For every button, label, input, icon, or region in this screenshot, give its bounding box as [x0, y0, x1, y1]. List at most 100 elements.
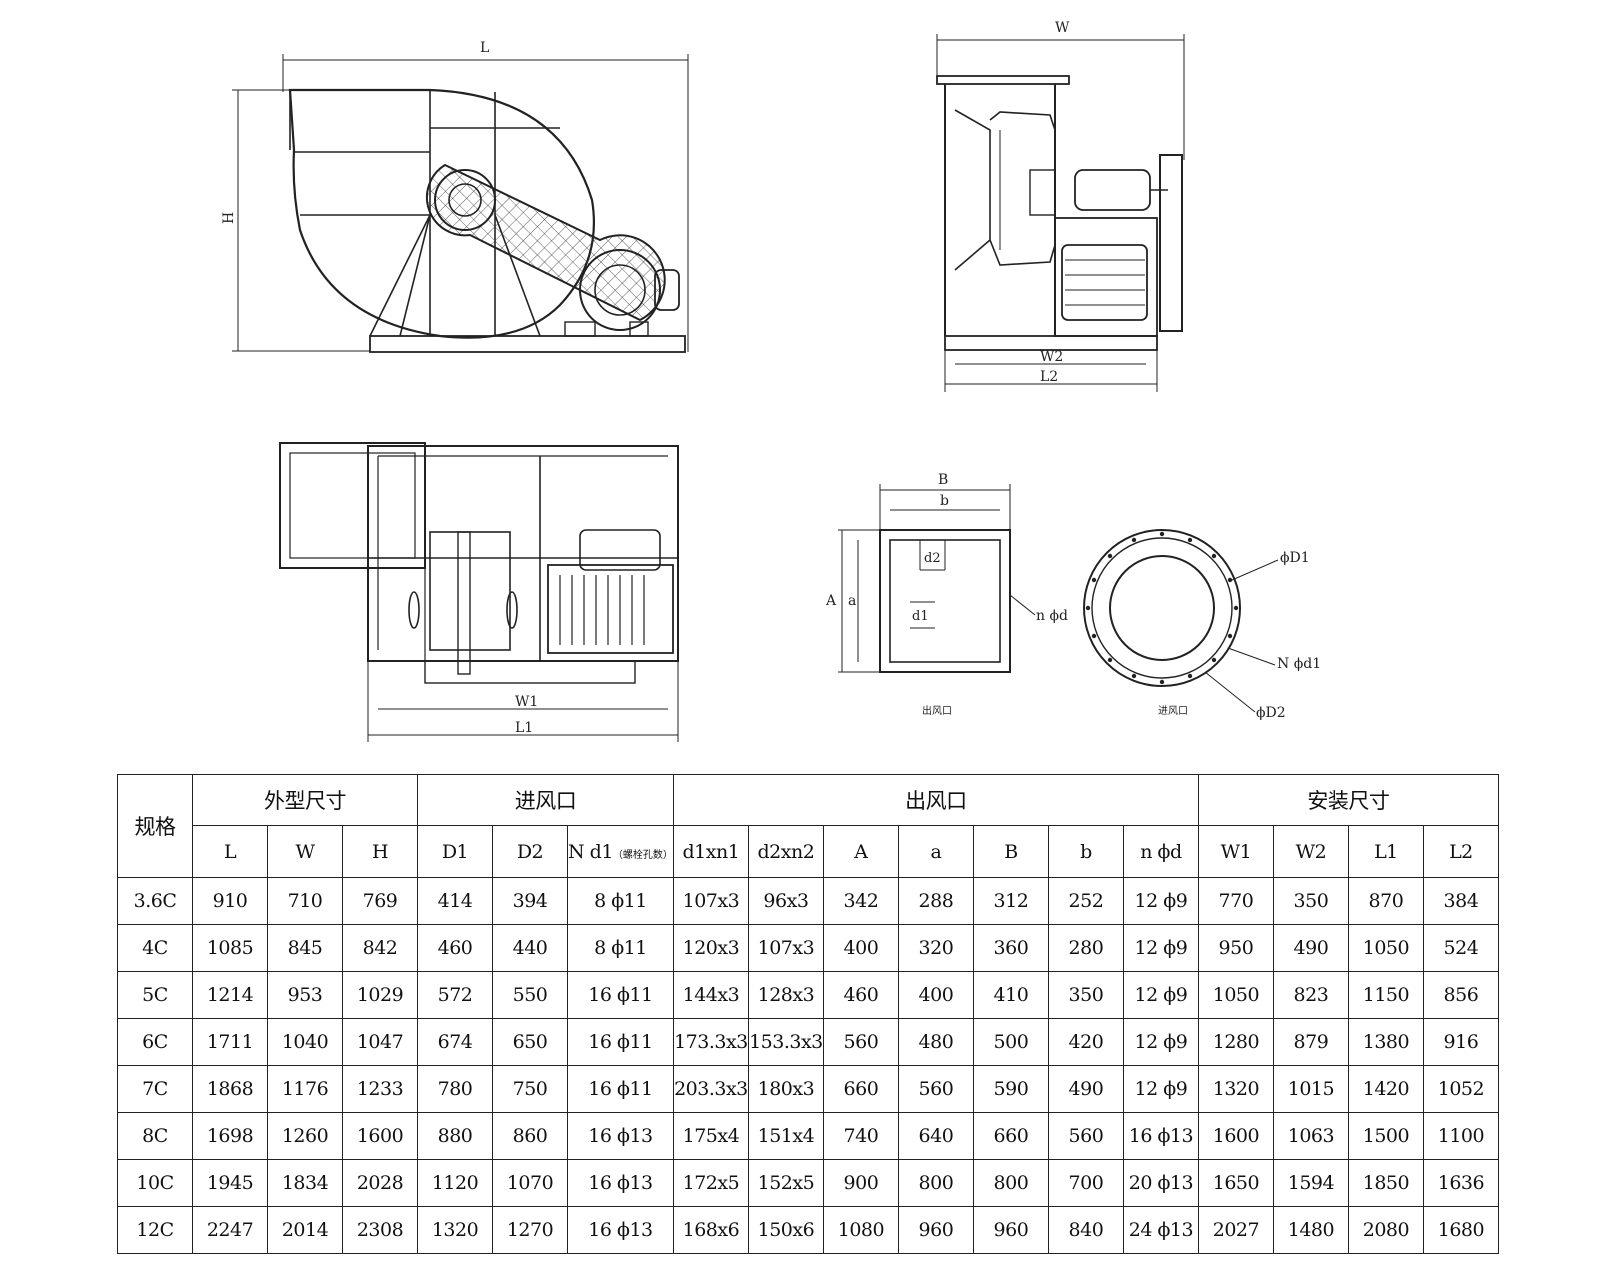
table-cell: 1233 [342, 1065, 418, 1113]
table-cell: 384 [1422, 877, 1499, 925]
fan-technical-drawing: L H W W2 L2 [221, 20, 1321, 742]
table-cell: 769 [342, 877, 418, 925]
table-cell: 640 [897, 1112, 974, 1160]
column-header: L1 [1347, 825, 1424, 878]
table-cell: 288 [897, 877, 974, 925]
table-cell: 107x3 [747, 924, 824, 972]
table-cell: 710 [267, 877, 343, 925]
table-cell: 1594 [1272, 1159, 1349, 1207]
table-cell: 1150 [1347, 971, 1424, 1019]
table-cell: 950 [1197, 924, 1274, 972]
dim-W2-label: W2 [1040, 349, 1063, 365]
table-cell: 879 [1272, 1018, 1349, 1066]
table-cell: 1850 [1347, 1159, 1424, 1207]
table-cell: 16 ϕ13 [567, 1112, 674, 1160]
table-cell: 312 [972, 877, 1049, 925]
group-header-inlet: 进风口 [417, 774, 674, 826]
dim-b-label: b [940, 493, 949, 509]
table-cell: 524 [1422, 924, 1499, 972]
model-header: 规格 [117, 774, 193, 878]
dim-B-label: B [938, 472, 948, 488]
table-cell: 660 [822, 1065, 899, 1113]
column-header: L [192, 825, 268, 878]
table-cell: 1480 [1272, 1206, 1349, 1254]
table-cell: 151x4 [747, 1112, 824, 1160]
dim-L2-label: L2 [1040, 369, 1058, 385]
column-header: D2 [492, 825, 568, 878]
table-cell: 16 ϕ13 [567, 1206, 674, 1254]
table-cell: 480 [897, 1018, 974, 1066]
table-cell: 128x3 [747, 971, 824, 1019]
table-cell: 2308 [342, 1206, 418, 1254]
column-header: W2 [1272, 825, 1349, 878]
model-cell: 4C [117, 924, 193, 972]
dim-A-label: A [825, 593, 837, 609]
model-cell: 7C [117, 1065, 193, 1113]
table-cell: 16 ϕ11 [567, 1018, 674, 1066]
inlet-caption: 进风口 [1158, 705, 1188, 717]
table-cell: 1052 [1422, 1065, 1499, 1113]
table-cell: 96x3 [747, 877, 824, 925]
table-cell: 16 ϕ13 [1122, 1112, 1199, 1160]
table-cell: 953 [267, 971, 343, 1019]
dim-d1-label: d1 [912, 609, 929, 624]
table-cell: 1680 [1422, 1206, 1499, 1254]
dim-N-d1-label: N ϕd1 [1277, 656, 1321, 672]
front-view: W W2 L2 [936, 20, 1185, 392]
table-cell: 252 [1047, 877, 1124, 925]
table-cell: 910 [192, 877, 268, 925]
table-cell: 770 [1197, 877, 1274, 925]
table-cell: 414 [417, 877, 493, 925]
table-cell: 916 [1422, 1018, 1499, 1066]
table-cell: 12 ϕ9 [1122, 1065, 1199, 1113]
table-cell: 152x5 [747, 1159, 824, 1207]
column-header-label: N d1 [568, 840, 613, 863]
table-cell: 840 [1047, 1206, 1124, 1254]
table-cell: 350 [1272, 877, 1349, 925]
table-cell: 1711 [192, 1018, 268, 1066]
group-header-install: 安装尺寸 [1197, 774, 1499, 826]
table-cell: 750 [492, 1065, 568, 1113]
outlet-holes-label: n ϕd [1036, 608, 1068, 624]
table-cell: 1320 [1197, 1065, 1274, 1113]
column-header: B [972, 825, 1049, 878]
table-cell: 1063 [1272, 1112, 1349, 1160]
table-cell: 410 [972, 971, 1049, 1019]
table-cell: 2014 [267, 1206, 343, 1254]
table-cell: 1015 [1272, 1065, 1349, 1113]
table-cell: 1698 [192, 1112, 268, 1160]
column-header: d2xn2 [747, 825, 824, 878]
table-cell: 1050 [1197, 971, 1274, 1019]
table-cell: 1270 [492, 1206, 568, 1254]
table-cell: 350 [1047, 971, 1124, 1019]
table-cell: 460 [417, 924, 493, 972]
column-header: H [342, 825, 418, 878]
table-cell: 1650 [1197, 1159, 1274, 1207]
table-cell: 1420 [1347, 1065, 1424, 1113]
table-cell: 16 ϕ11 [567, 971, 674, 1019]
model-cell: 8C [117, 1112, 193, 1160]
table-cell: 1380 [1347, 1018, 1424, 1066]
table-cell: 1120 [417, 1159, 493, 1207]
table-cell: 1636 [1422, 1159, 1499, 1207]
table-cell: 490 [1272, 924, 1349, 972]
table-cell: 12 ϕ9 [1122, 1018, 1199, 1066]
table-cell: 650 [492, 1018, 568, 1066]
dim-D2-label: ϕD2 [1256, 705, 1286, 721]
dim-W-label: W [1055, 20, 1070, 36]
table-cell: 420 [1047, 1018, 1124, 1066]
table-cell: 120x3 [672, 924, 749, 972]
table-cell: 1070 [492, 1159, 568, 1207]
column-header: n ϕd [1122, 825, 1199, 878]
table-cell: 500 [972, 1018, 1049, 1066]
table-cell: 560 [822, 1018, 899, 1066]
table-cell: 12 ϕ9 [1122, 877, 1199, 925]
table-cell: 1945 [192, 1159, 268, 1207]
table-cell: 153.3x3 [747, 1018, 824, 1066]
table-cell: 700 [1047, 1159, 1124, 1207]
